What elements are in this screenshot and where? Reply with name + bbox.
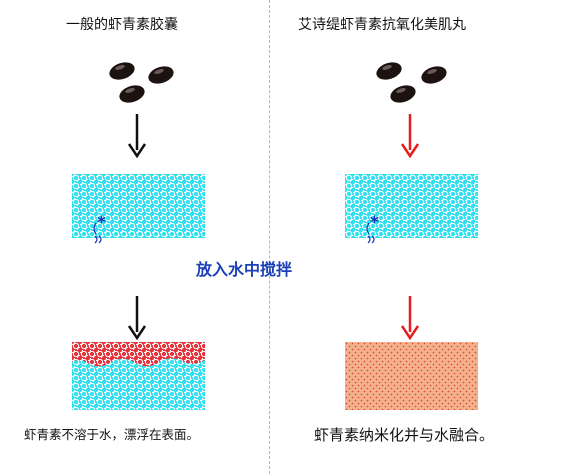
- left-caption: 虾青素不溶于水，漂浮在表面。: [24, 427, 200, 442]
- arrow-down-icon: [400, 296, 420, 341]
- arrow-down-icon: [127, 296, 147, 341]
- center-label: 放入水中搅拌: [196, 260, 293, 279]
- right-caption: 虾青素纳米化并与水融合。: [314, 426, 495, 444]
- right-title: 艾诗缇虾青素抗氧化美肌丸: [298, 17, 466, 33]
- center-divider: [269, 0, 270, 474]
- arrow-down-icon: [400, 114, 420, 159]
- svg-text:*: *: [97, 213, 106, 233]
- left-title: 一般的虾青素胶囊: [66, 17, 178, 33]
- stir-icon: *: [366, 213, 379, 244]
- nano-mixed-water: [345, 342, 478, 410]
- stir-icon: *: [93, 213, 106, 244]
- capsule-icon: [376, 62, 447, 103]
- water-with-floating-astaxanthin: [72, 342, 205, 410]
- arrow-down-icon: [127, 114, 147, 159]
- capsule-icon: [109, 62, 174, 103]
- svg-text:*: *: [370, 213, 379, 233]
